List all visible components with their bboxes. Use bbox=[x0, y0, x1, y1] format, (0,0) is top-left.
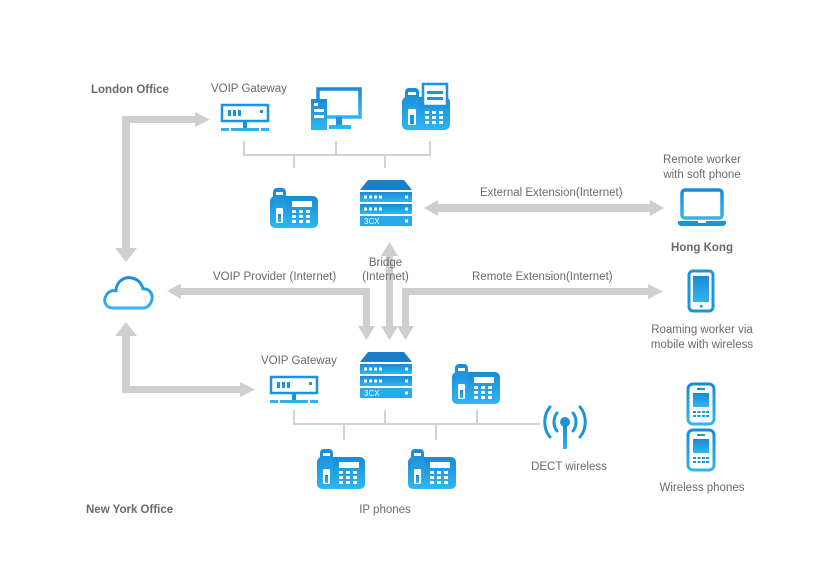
bridge-label-line2: (Internet) bbox=[362, 271, 409, 283]
ip-phone-icon[interactable] bbox=[317, 449, 365, 489]
tablet-icon[interactable] bbox=[687, 269, 715, 313]
remote-worker-label-line2: with soft phone bbox=[662, 169, 740, 181]
server-brand-label: 3CX bbox=[364, 389, 380, 398]
bridge-label-line1: Bridge bbox=[369, 257, 402, 269]
hong-kong-label: Hong Kong bbox=[671, 242, 733, 254]
arrow-bridge bbox=[381, 242, 398, 340]
laptop-icon[interactable] bbox=[678, 188, 726, 226]
server-brand-label: 3CX bbox=[364, 217, 380, 226]
server-icon[interactable]: 3CX bbox=[360, 352, 412, 398]
ip-phone-icon[interactable] bbox=[270, 188, 318, 228]
ip-phone-icon[interactable] bbox=[452, 364, 500, 404]
remote-extension-label: Remote Extension(Internet) bbox=[472, 271, 613, 283]
desktop-icon[interactable] bbox=[311, 87, 362, 130]
london-lan-wires bbox=[243, 141, 431, 168]
server-icon[interactable]: 3CX bbox=[360, 180, 412, 226]
external-extension-label: External Extension(Internet) bbox=[480, 187, 623, 199]
mobile-phone-icon[interactable] bbox=[686, 428, 716, 472]
newyork-lan-wires bbox=[293, 410, 540, 440]
newyork-office-label: New York Office bbox=[86, 504, 173, 516]
arrow-remote-extension bbox=[397, 284, 663, 340]
arrow-external-extension bbox=[424, 200, 664, 216]
london-gateway-label: VOIP Gateway bbox=[211, 83, 287, 95]
mobile-phone-icon[interactable] bbox=[686, 382, 716, 426]
antenna-icon[interactable] bbox=[543, 405, 587, 449]
ip-phone-icon[interactable] bbox=[408, 449, 456, 489]
arrow-voip-provider bbox=[167, 283, 375, 340]
arrow-cloud-london bbox=[115, 112, 210, 262]
wireless-phones-label: Wireless phones bbox=[659, 482, 744, 494]
fax-icon[interactable] bbox=[402, 82, 450, 130]
london-office-label: London Office bbox=[91, 84, 169, 96]
voip-provider-label: VOIP Provider (Internet) bbox=[213, 271, 336, 283]
arrow-cloud-newyork bbox=[115, 322, 255, 397]
roaming-worker-label-line1: Roaming worker via bbox=[651, 324, 753, 336]
cloud-icon[interactable] bbox=[103, 276, 154, 310]
ip-phones-label: IP phones bbox=[359, 504, 411, 516]
gateway-icon[interactable] bbox=[219, 103, 271, 133]
gateway-icon[interactable] bbox=[268, 375, 320, 405]
newyork-gateway-label: VOIP Gateway bbox=[261, 355, 337, 367]
dect-wireless-label: DECT wireless bbox=[531, 461, 607, 473]
roaming-worker-label-line2: mobile with wireless bbox=[651, 339, 754, 351]
remote-worker-label-line1: Remote worker bbox=[663, 154, 741, 166]
